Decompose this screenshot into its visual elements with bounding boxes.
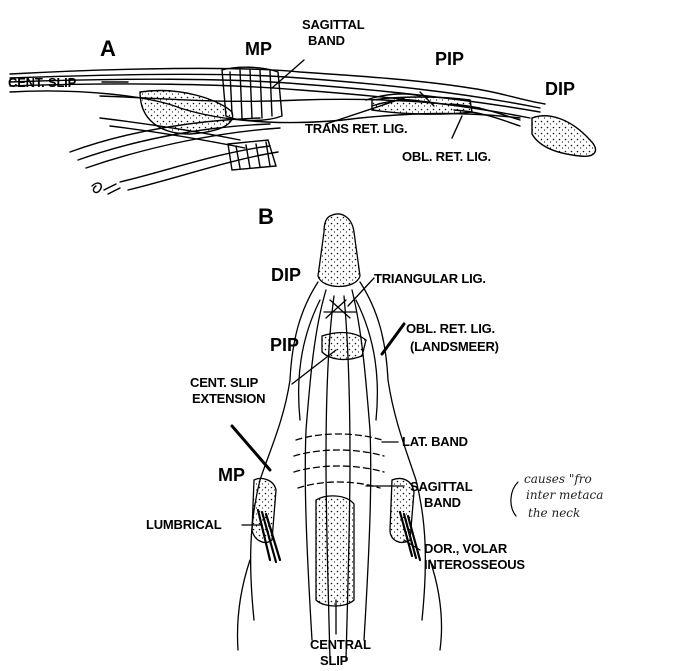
panel-label-a: A [100,38,116,60]
label-triangular-lig: TRIANGULAR LIG. [374,272,486,285]
label-dip-a: DIP [545,80,575,98]
label-mp-b: MP [218,466,245,484]
label-obl-ret-lig-a: OBL. RET. LIG. [402,150,491,163]
mp-pin [232,426,270,470]
label-pip-b: PIP [270,336,299,354]
obl-ret-lig-pin [382,324,404,354]
finger-lateral-view [10,60,595,194]
handwritten-note-line3: the neck [528,506,580,520]
label-dor-volar-line2: INTEROSSEOUS [424,558,525,571]
label-dip-b: DIP [271,266,301,284]
handwritten-bracket [511,482,518,516]
label-mp-a: MP [245,40,272,58]
distal-phalanx-bone-a [532,116,595,156]
label-lumbrical: LUMBRICAL [146,518,221,531]
label-cent-slip-a: CENT. SLIP [8,76,76,89]
handwritten-note-line2: inter metaca [526,488,603,502]
label-sagittal-band-b-line2: BAND [424,496,461,509]
label-central-slip-line1: CENTRAL [310,638,371,651]
label-trans-ret-lig: TRANS RET. LIG. [305,122,407,135]
label-cent-slip-ext-line2: EXTENSION [192,392,265,405]
leader-obl-ret [452,116,462,138]
label-sagittal-band-a-line1: SAGITTAL [302,18,364,31]
panel-label-b: B [258,206,274,228]
label-sagittal-band-a-line2: BAND [308,34,345,47]
handwritten-note-line1: causes "fro [524,472,592,486]
label-landsmeer: (LANDSMEER) [410,340,499,353]
label-dor-volar-line1: DOR., VOLAR [424,542,507,555]
label-sagittal-band-b-line1: SAGITTAL [410,480,472,493]
label-lat-band: LAT. BAND [402,435,468,448]
label-central-slip-line2: SLIP [320,654,348,667]
label-pip-a: PIP [435,50,464,68]
leader-cent-slip-ext [292,350,336,384]
label-cent-slip-ext-line1: CENT. SLIP [190,376,258,389]
label-obl-ret-lig-b: OBL. RET. LIG. [406,322,495,335]
distal-phalanx-bone-b [318,214,360,287]
